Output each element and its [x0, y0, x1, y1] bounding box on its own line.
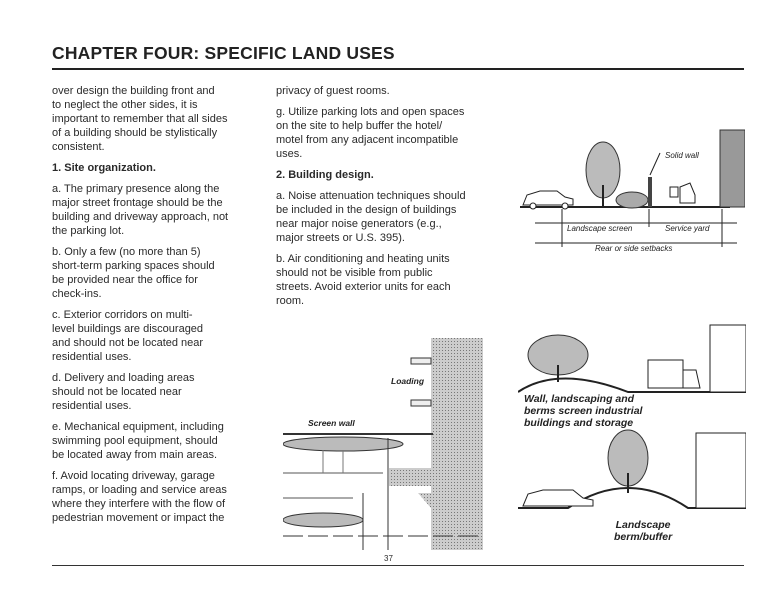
setback-illustration: [520, 129, 746, 247]
section-heading: 1. Site organization.: [52, 162, 156, 174]
paragraph: a. Noise attenuation techniques should b…: [276, 190, 466, 244]
paragraph: c. Exterior corridors on multi- level bu…: [52, 309, 204, 363]
berm-caption-1: Wall, landscaping and berms screen indus…: [524, 393, 643, 429]
berm-diagram-1: [517, 320, 747, 400]
paragraph: d. Delivery and loading areas should not…: [52, 372, 195, 412]
paragraph: b. Air conditioning and heating units sh…: [276, 253, 451, 307]
paragraph: b. Only a few (no more than 5) short-ter…: [52, 246, 215, 300]
loading-label: Loading: [391, 376, 425, 386]
paragraph: f. Avoid locating driveway, garage ramps…: [52, 470, 227, 524]
service-yard-label: Service yard: [665, 224, 710, 233]
setbacks-label: Rear or side setbacks: [595, 244, 673, 253]
berm-diagram-2: [518, 428, 747, 518]
berm-illustration-1: [517, 324, 747, 393]
left-column: over design the building front and to ne…: [52, 84, 262, 532]
middle-column: privacy of guest rooms. g. Utilize parki…: [276, 84, 491, 315]
footer-rule: [52, 565, 744, 566]
page-number: 37: [384, 554, 393, 563]
landscape-screen-label: Landscape screen: [567, 224, 633, 233]
screen-wall-label: Screen wall: [308, 418, 355, 428]
paragraph: e. Mechanical equipment, including swimm…: [52, 421, 224, 461]
paragraph: a. The primary presence along the major …: [52, 183, 229, 237]
berm-caption-2: Landscape berm/buffer: [614, 519, 673, 543]
setback-diagram: Solid wall Landscape screen Service yard…: [515, 125, 746, 260]
paragraph: privacy of guest rooms.: [276, 85, 390, 97]
site-plan-diagram: Loading Screen wall: [282, 338, 483, 550]
section-heading: 2. Building design.: [276, 169, 374, 181]
header-rule: [52, 68, 744, 70]
chapter-title: CHAPTER FOUR: SPECIFIC LAND USES: [52, 43, 395, 63]
berm-illustration-2: [518, 429, 747, 509]
site-plan-illustration: [282, 338, 483, 550]
paragraph: g. Utilize parking lots and open spaces …: [276, 106, 465, 160]
paragraph: over design the building front and to ne…: [52, 85, 228, 153]
solid-wall-label: Solid wall: [665, 151, 699, 160]
